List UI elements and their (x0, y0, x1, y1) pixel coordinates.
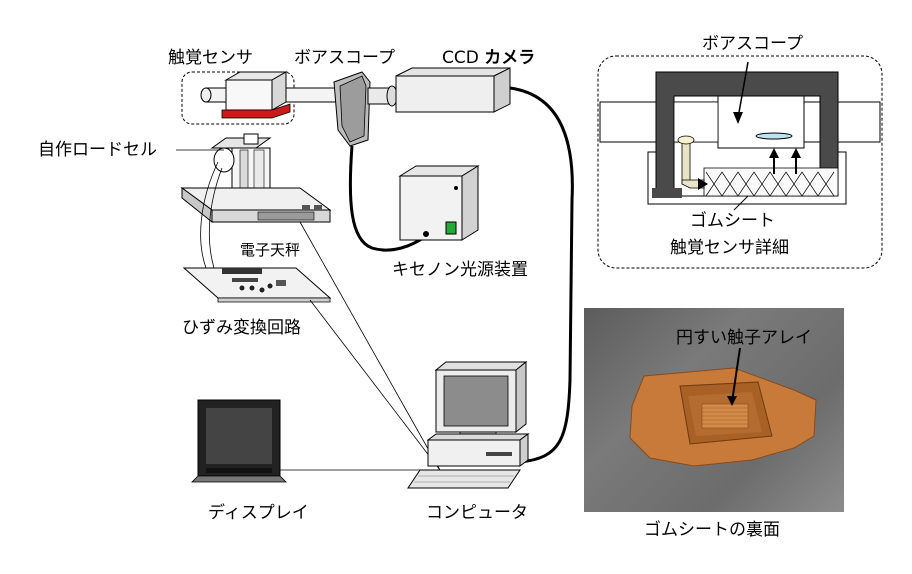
balance-label: 電子天秤 (240, 241, 301, 259)
camera-cable (509, 86, 574, 464)
load-cell-label: 自作ロードセル (38, 140, 157, 160)
borescope-label: ボアスコープ (294, 48, 395, 68)
sensor-cube-side (271, 71, 287, 111)
rubber-sheet-label: ゴムシート (690, 211, 775, 231)
computer-label: コンピュータ (426, 503, 528, 523)
ccd-camera-label-prefix: CCD (442, 48, 485, 68)
green-button (445, 221, 457, 235)
keyboard (407, 469, 521, 489)
light-guide-cable (348, 145, 427, 252)
sensor-cube-front (225, 79, 273, 111)
rubber-sheet-photo (584, 308, 844, 512)
xenon-light-label: キセノン光源装置 (392, 260, 528, 280)
computer-monitor-top (434, 361, 528, 371)
ccd-camera-label: CCD カメラ (442, 50, 535, 67)
detail-borescope-label: ボアスコープ (702, 34, 803, 54)
borescope-face (339, 75, 367, 143)
rubber-sheet-photo-graphics (629, 347, 817, 467)
ccd-camera-top (395, 67, 511, 77)
tactile-sensor-box (181, 71, 295, 125)
sensor-detail-label: 触覚センサ詳細 (670, 238, 789, 258)
tube-end (200, 87, 212, 103)
ccd-camera-label-suffix: カメラ (484, 48, 536, 68)
cone-array-label: 円すい触子アレイ (676, 328, 812, 348)
rubber-back-label: ゴムシートの裏面 (644, 520, 780, 540)
ccd-camera-front (395, 75, 495, 113)
tactile-sensor-label: 触覚センサ (168, 48, 253, 68)
ccd-camera-side (493, 67, 511, 113)
sensor-red-base (221, 103, 291, 119)
load-cell-top (210, 137, 272, 149)
xenon-box-side (461, 165, 479, 241)
strain-circuit-label: ひずみ変換回路 (182, 318, 301, 338)
display-label: ディスプレイ (208, 503, 309, 523)
